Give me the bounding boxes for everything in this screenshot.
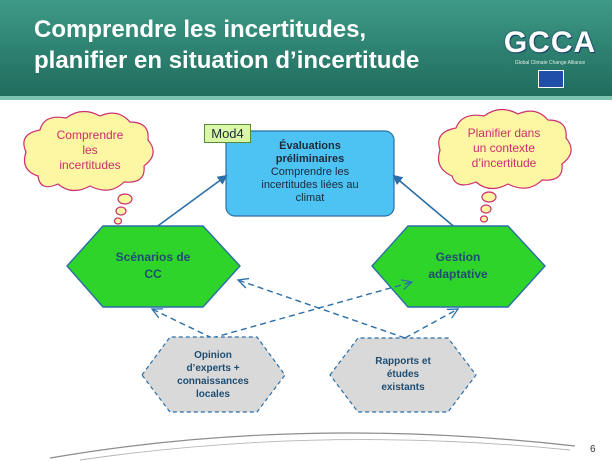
gray-right-line-3: existants: [381, 382, 425, 393]
evaluation-title-line-2: préliminaires: [275, 153, 345, 165]
slide-title-line-2: planifier en situation d’incertitude: [34, 47, 420, 74]
title-bar: [0, 0, 612, 100]
thought-cloud-left: [23, 110, 154, 225]
dashed-arrow-right-to-left: [238, 280, 406, 339]
page-number: 6: [590, 444, 596, 455]
gray-hexagon-right: [329, 337, 477, 413]
dashed-arrow-right-to-right: [404, 309, 458, 339]
gcca-logo-tagline: Global Climate Change Alliance: [514, 60, 586, 66]
gcca-logo: GCCA Global Climate Change Alliance: [502, 18, 598, 94]
evaluation-box: [225, 130, 395, 217]
cloud-left-line-3: incertitudes: [59, 158, 121, 172]
cloud-right-line-3: d’incertitude: [471, 156, 537, 170]
bottom-swoosh-decoration-2: [79, 439, 571, 461]
gray-left-text: Opinion d’experts + connaissances locale…: [160, 349, 266, 401]
bottom-swoosh-decoration: [49, 432, 576, 459]
gcca-logo-text: GCCA: [503, 26, 597, 59]
hex-right-text: Gestion adaptative: [405, 249, 511, 283]
slide-title-line-1: Comprendre les incertitudes,: [34, 16, 367, 43]
gray-hexagon-left: [141, 336, 286, 413]
dashed-arrow-left-to-left: [152, 309, 213, 339]
eu-flag-icon: [538, 70, 564, 88]
cloud-left-line-2: les: [82, 143, 98, 157]
hexagon-left: [66, 225, 241, 308]
arrow-left-to-box: [154, 174, 228, 229]
thought-cloud-right: [437, 108, 572, 223]
gray-left-line-1: Opinion: [194, 350, 232, 361]
gray-right-line-1: Rapports et: [375, 356, 431, 367]
dashed-arrow-left-to-right: [211, 282, 412, 339]
hex-left-line-2: CC: [144, 267, 162, 281]
mod4-tag: Mod4: [204, 124, 251, 143]
cloud-left-line-1: Comprendre: [56, 128, 124, 142]
evaluation-title-line-1: Évaluations: [279, 140, 341, 152]
cloud-left-text: Comprendre les incertitudes: [40, 128, 140, 173]
hex-left-text: Scénarios de CC: [100, 249, 206, 283]
hex-right-line-2: adaptative: [428, 267, 488, 281]
gray-right-line-2: études: [386, 369, 420, 380]
cloud-right-text: Planifier dans un contexte d’incertitude: [448, 126, 560, 171]
hex-left-line-1: Scénarios de: [115, 250, 191, 264]
evaluation-sub-line-3: climat: [295, 192, 325, 204]
evaluation-sub-line-1: Comprendre les: [270, 166, 350, 178]
gray-left-line-2: d’experts +: [186, 363, 240, 374]
cloud-right-line-1: Planifier dans: [467, 126, 541, 140]
slide-title: Comprendre les incertitudes, planifier e…: [34, 14, 474, 76]
title-bar-divider: [0, 96, 612, 100]
cloud-right-line-2: un contexte: [472, 141, 536, 155]
gray-left-line-4: locales: [196, 389, 230, 400]
hex-right-line-1: Gestion: [435, 250, 481, 264]
arrow-right-to-box: [392, 174, 459, 231]
hexagon-right: [371, 225, 546, 308]
evaluation-sub-line-2: incertitudes liées au: [261, 179, 359, 191]
gray-left-line-3: connaissances: [177, 376, 249, 387]
evaluation-box-text: Évaluations préliminaires Comprendre les…: [228, 140, 392, 205]
gray-right-text: Rapports et études existants: [350, 355, 456, 394]
